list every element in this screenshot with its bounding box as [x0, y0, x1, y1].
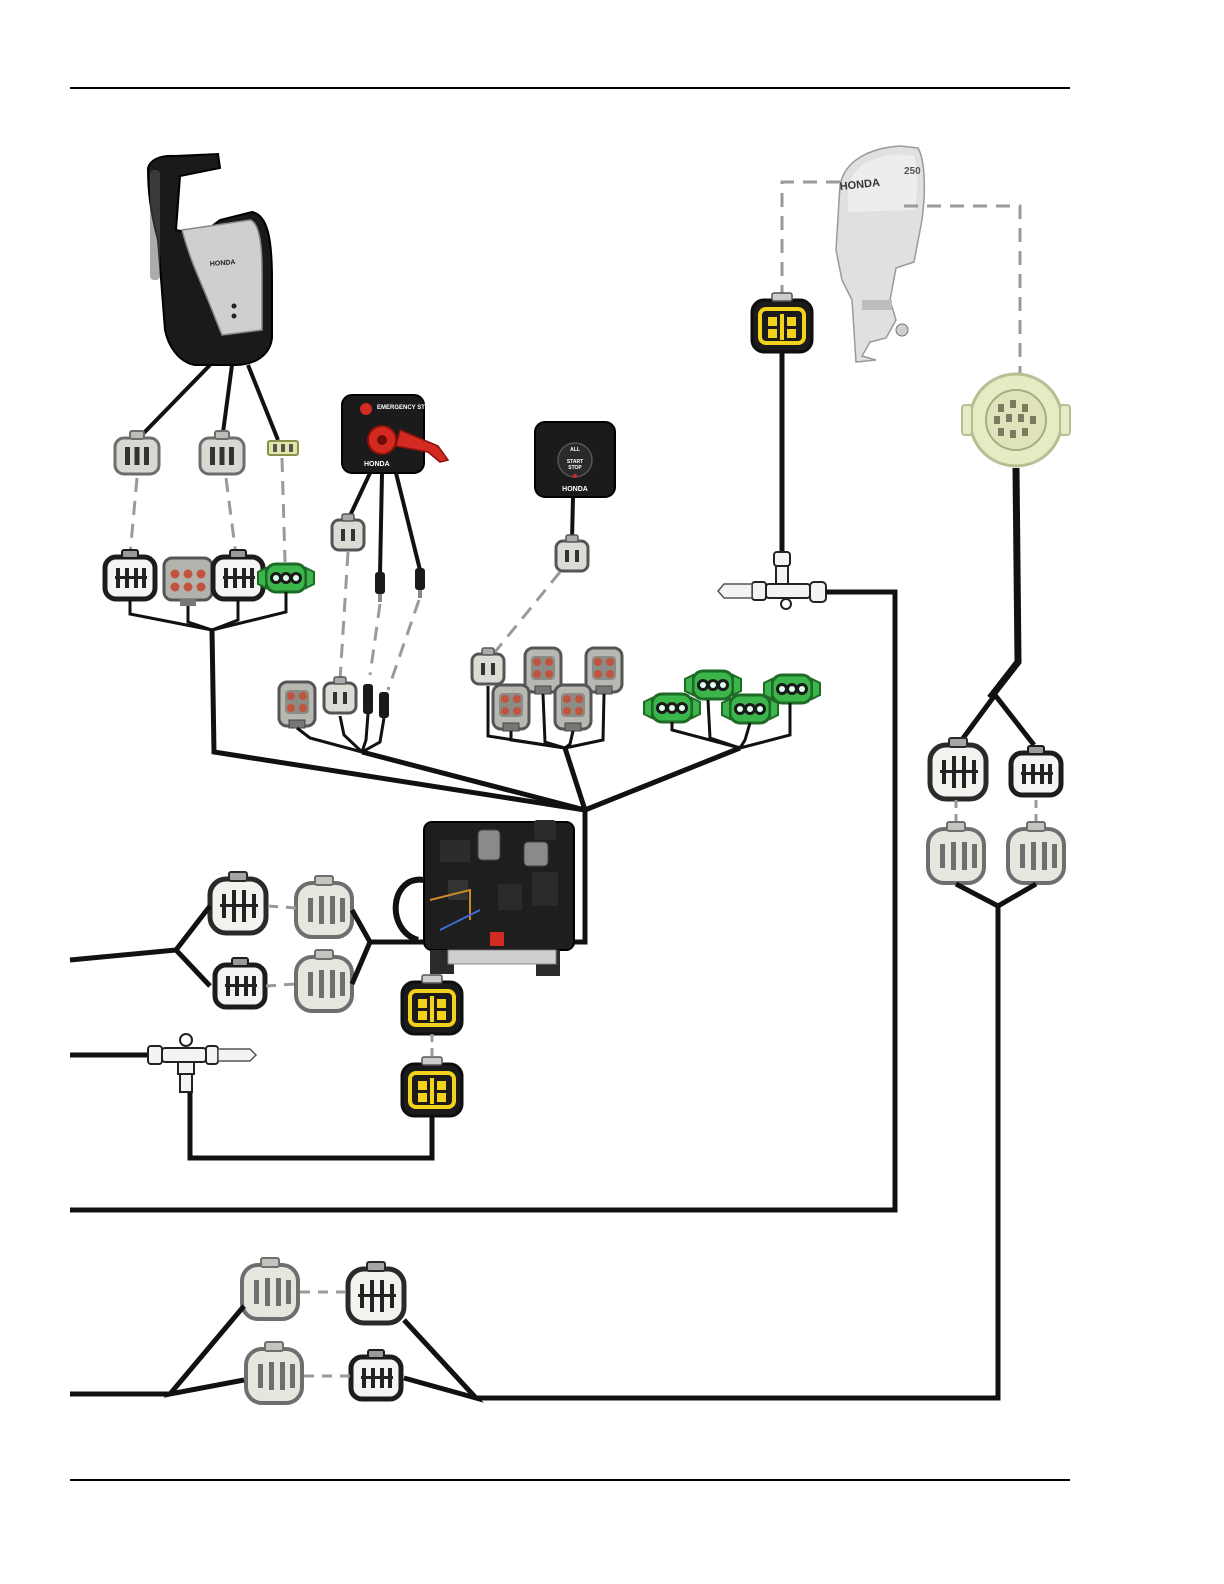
remote-connector-c: [268, 441, 298, 455]
engine-main-harness: [990, 468, 1018, 698]
engine-connector-a: [930, 738, 986, 799]
start-stop-line3: STOP: [568, 465, 582, 471]
engine-model-badge: 250: [904, 166, 921, 177]
ecu-engine-mate-a: [296, 876, 352, 937]
engine-main-connector: [962, 374, 1070, 466]
engine-mate-a: [928, 822, 984, 883]
ecu-engine-mate-b: [296, 950, 352, 1011]
ecu-connector-green-3: [722, 695, 778, 723]
engine-yellow-connector: [752, 293, 812, 352]
start-stop-led-icon: [573, 474, 577, 478]
ecu-module: [396, 820, 574, 976]
start-stop-brand-label: HONDA: [562, 486, 588, 493]
ecu-connector-green-2: [685, 671, 741, 699]
ecu-connector-estop-b: [324, 677, 356, 713]
outboard-engine: HONDA 250: [836, 146, 924, 362]
helm-mate-b: [246, 1342, 302, 1403]
network-tee-left: [70, 1034, 256, 1092]
engine-split-harness: [958, 695, 1034, 745]
ecu-connector-green-4: [764, 675, 820, 703]
helm-pair-dashed-links: [300, 1292, 350, 1376]
start-stop-dashed-link: [495, 572, 560, 652]
mating-connector-4: [258, 564, 314, 592]
estop-indicator-icon: [360, 403, 372, 415]
start-stop-panel: ALL START STOP HONDA: [535, 422, 615, 497]
ecu-connector-start-stop: [472, 648, 504, 684]
engine-connector-b: [1011, 746, 1061, 795]
ecu-connector-green-1: [644, 694, 700, 722]
center-main-harness: [565, 748, 585, 810]
ecu-connector-r2: [586, 648, 622, 694]
ecu-connector-r4: [555, 685, 591, 731]
emergency-stop-panel: EMERGENCY STOP HONDA: [342, 395, 448, 473]
ecu-engine-connector-a: [210, 872, 266, 933]
ecu-fuse-icon: [490, 932, 504, 946]
remote-connector-a: [115, 431, 159, 474]
can-yellow-connector: [402, 1057, 462, 1116]
remote-control-box: HONDA: [148, 154, 272, 365]
helm-mate-a: [242, 1258, 298, 1319]
start-stop-lead: [572, 497, 573, 540]
estop-connector: [332, 514, 364, 550]
mating-connector-2: [164, 558, 212, 606]
helm-connector-a: [348, 1262, 404, 1323]
estop-bullet-terminals: [375, 568, 425, 602]
start-stop-line1: ALL: [570, 447, 580, 453]
ecu-connector-estop-a: [279, 682, 315, 728]
ecu-engine-connector-b: [215, 958, 265, 1007]
start-stop-connector: [556, 535, 588, 571]
network-tee-right: [718, 552, 826, 609]
estop-title: EMERGENCY STOP: [377, 405, 433, 411]
helm-connector-b: [351, 1350, 401, 1399]
green-main-harness: [585, 748, 740, 810]
yellow-to-tee-harness: [190, 1090, 432, 1158]
mating-connector-3: [213, 550, 263, 599]
ecu-yellow-connector: [402, 975, 462, 1034]
mating-connector-1: [105, 550, 155, 599]
remote-connector-b: [200, 431, 244, 474]
engine-pair-dashed-links: [956, 800, 1036, 826]
ecu-bullet-terminals: [363, 684, 389, 718]
ecu-connector-r3: [493, 685, 529, 731]
remote-harness: [137, 365, 278, 440]
engine-mate-b: [1008, 822, 1064, 883]
estop-brand-label: HONDA: [364, 461, 390, 468]
ecu-pair-dashed-links: [266, 906, 296, 986]
